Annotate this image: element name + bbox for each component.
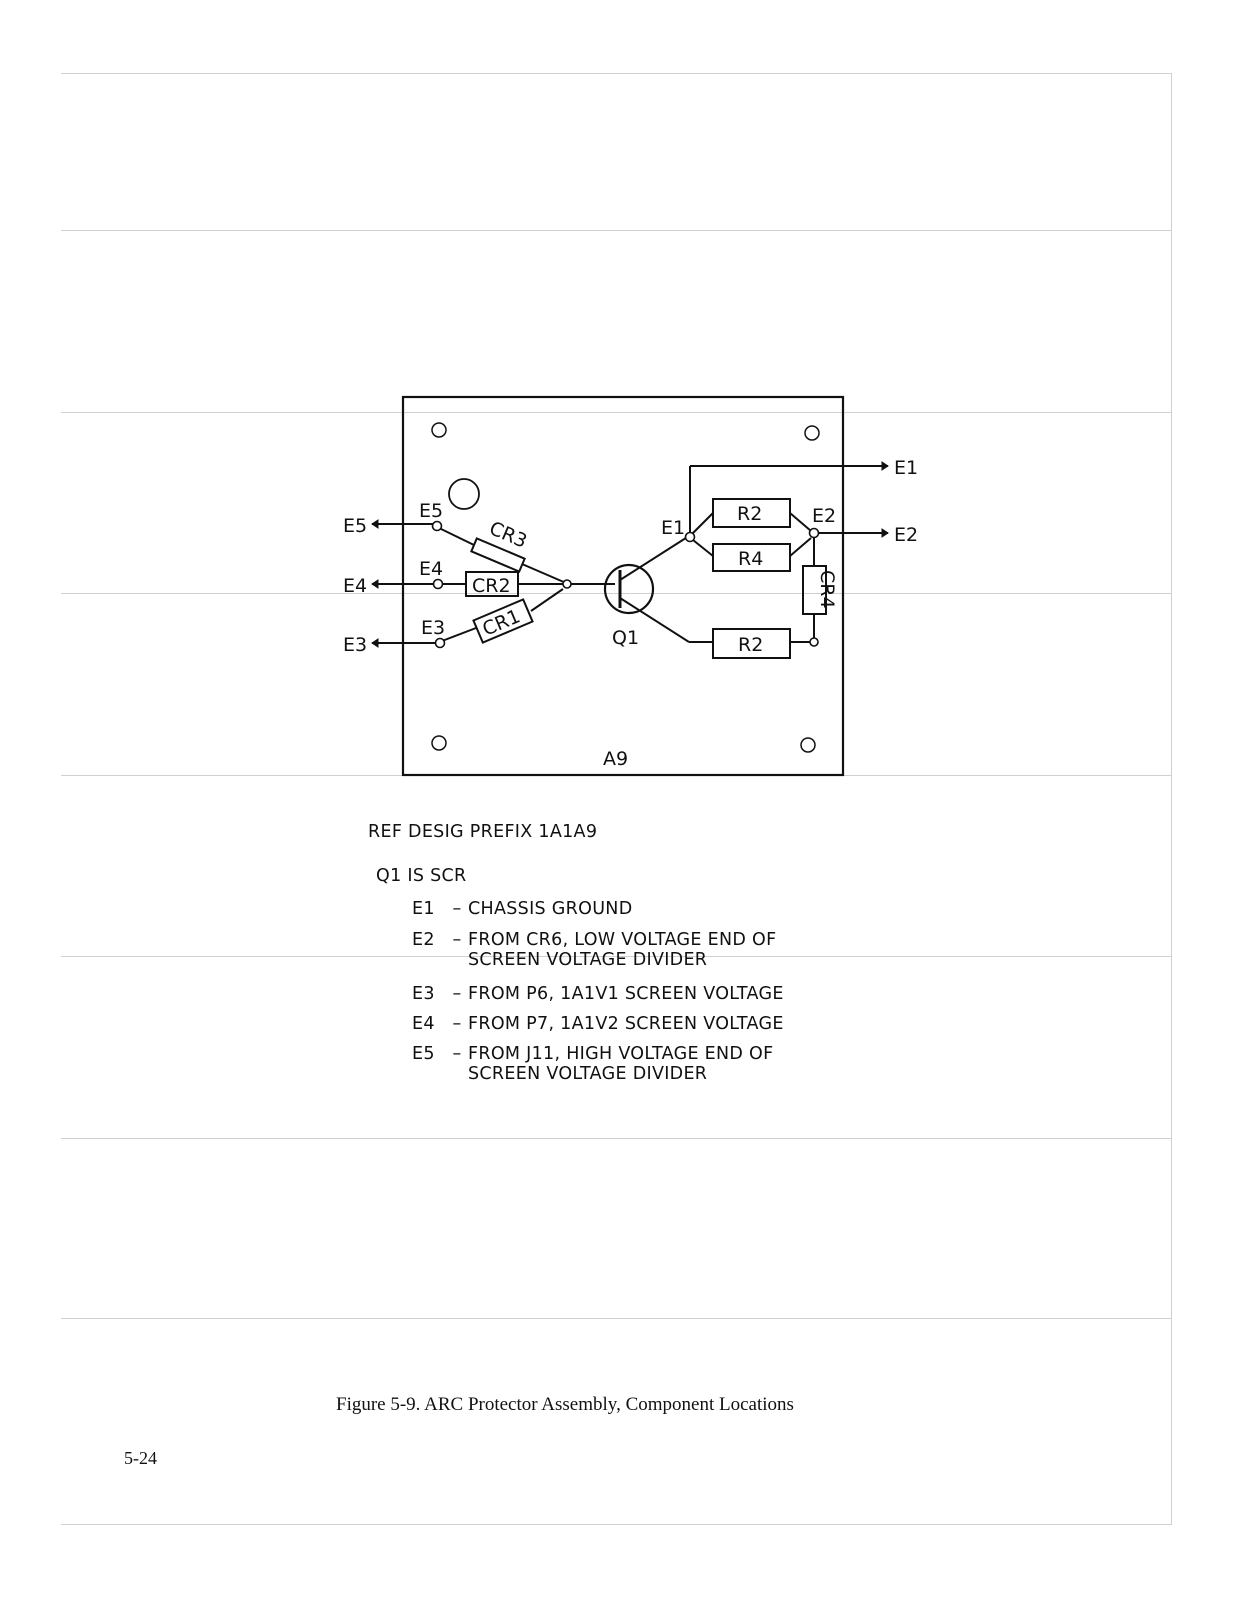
- page-rule: [61, 956, 1172, 957]
- board-label-e4: E4: [419, 558, 443, 580]
- ext-label-e5: E5: [343, 515, 367, 537]
- board-label-a9: A9: [603, 748, 628, 770]
- q1-transistor-body: [603, 563, 655, 615]
- page-rule: [61, 593, 1172, 594]
- note-dash: –: [452, 1044, 462, 1064]
- e2-arrow: [881, 528, 889, 538]
- wire: [441, 627, 477, 642]
- page-rule: [61, 1318, 1172, 1319]
- junction-node: [809, 637, 819, 647]
- e5-arrow: [371, 519, 379, 529]
- cr2-label: CR2: [472, 575, 511, 597]
- r2-top-label: R2: [737, 503, 762, 525]
- wire: [530, 588, 564, 612]
- wire: [438, 527, 475, 546]
- wire: [692, 512, 714, 534]
- page-edge-rule: [1171, 74, 1172, 1525]
- large-hole: [448, 478, 480, 510]
- figure-caption: Figure 5-9. ARC Protector Assembly, Comp…: [336, 1394, 794, 1415]
- wire: [521, 563, 567, 584]
- circuit-board: [401, 395, 845, 777]
- page-rule: [61, 412, 1172, 413]
- note-dash: –: [452, 1014, 462, 1034]
- r4-resistor: [712, 543, 791, 572]
- cr3-diode: [470, 537, 526, 573]
- terminal-desc: CHASSIS GROUND: [468, 899, 633, 919]
- e1-node: [684, 531, 696, 543]
- terminal-desc-cont: SCREEN VOLTAGE DIVIDER: [468, 950, 708, 970]
- cr4-label: CR4: [816, 570, 838, 609]
- e3-arrow: [371, 638, 379, 648]
- q1-note: Q1 IS SCR: [376, 866, 467, 886]
- r4-label: R4: [738, 548, 763, 570]
- terminal-note: E2–FROM CR6, LOW VOLTAGE END OF SCREEN V…: [412, 930, 776, 970]
- wire: [789, 512, 812, 532]
- cr3-label: CR3: [486, 517, 530, 552]
- junction-node: [562, 579, 572, 589]
- q1-label: Q1: [612, 627, 639, 649]
- ext-label-e1: E1: [894, 457, 918, 479]
- terminal-desc: FROM J11, HIGH VOLTAGE END OF: [468, 1044, 774, 1064]
- terminal-id: E5: [412, 1044, 435, 1064]
- terminal-note: E5–FROM J11, HIGH VOLTAGE END OF SCREEN …: [412, 1044, 774, 1084]
- board-label-e5: E5: [419, 500, 443, 522]
- q1-collector: [619, 535, 690, 581]
- board-label-e3: E3: [421, 617, 445, 639]
- r2-bottom-label: R2: [738, 634, 763, 656]
- terminal-desc: FROM P7, 1A1V2 SCREEN VOLTAGE: [468, 1014, 784, 1034]
- mounting-hole: [800, 737, 816, 753]
- ref-desig-prefix: REF DESIG PREFIX 1A1A9: [368, 822, 598, 842]
- arc-protector-diagram: E5 E4 E3 E1 E2 E5 E4 E3 E1 E2 CR3 CR2 CR…: [343, 395, 918, 777]
- ext-label-e3: E3: [343, 634, 367, 656]
- e4-arrow: [371, 579, 379, 589]
- terminal-desc-cont: SCREEN VOLTAGE DIVIDER: [468, 1064, 708, 1084]
- wire: [789, 537, 812, 557]
- page-rule: [61, 230, 1172, 231]
- e2-node: [808, 527, 820, 539]
- e1-arrow: [881, 461, 889, 471]
- page-number: 5-24: [124, 1448, 157, 1468]
- q1-emitter: [619, 597, 690, 643]
- mounting-hole: [804, 425, 820, 441]
- terminal-note: E1–CHASSIS GROUND: [412, 899, 632, 919]
- page-rule: [61, 1524, 1172, 1525]
- page-rule: [61, 73, 1172, 74]
- e4-node: [432, 578, 444, 590]
- r2-bottom-resistor: [712, 628, 791, 659]
- mounting-hole: [431, 735, 447, 751]
- board-label-e2: E2: [812, 505, 836, 527]
- wire: [692, 539, 714, 557]
- note-dash: –: [452, 930, 462, 950]
- page-rule: [61, 1138, 1172, 1139]
- ext-label-e2: E2: [894, 524, 918, 546]
- terminal-id: E2: [412, 930, 435, 950]
- e5-node: [431, 520, 443, 532]
- terminal-desc: FROM CR6, LOW VOLTAGE END OF: [468, 930, 777, 950]
- terminal-id: E3: [412, 984, 435, 1004]
- note-dash: –: [452, 899, 462, 919]
- terminal-id: E1: [412, 899, 435, 919]
- note-dash: –: [452, 984, 462, 1004]
- terminal-id: E4: [412, 1014, 435, 1034]
- e3-node: [434, 637, 446, 649]
- cr1-diode: [472, 598, 534, 644]
- ext-label-e4: E4: [343, 575, 367, 597]
- terminal-note: E3–FROM P6, 1A1V1 SCREEN VOLTAGE: [412, 984, 784, 1004]
- board-label-e1: E1: [661, 517, 685, 539]
- mounting-hole: [431, 422, 447, 438]
- terminal-note: E4–FROM P7, 1A1V2 SCREEN VOLTAGE: [412, 1014, 784, 1034]
- terminal-desc: FROM P6, 1A1V1 SCREEN VOLTAGE: [468, 984, 784, 1004]
